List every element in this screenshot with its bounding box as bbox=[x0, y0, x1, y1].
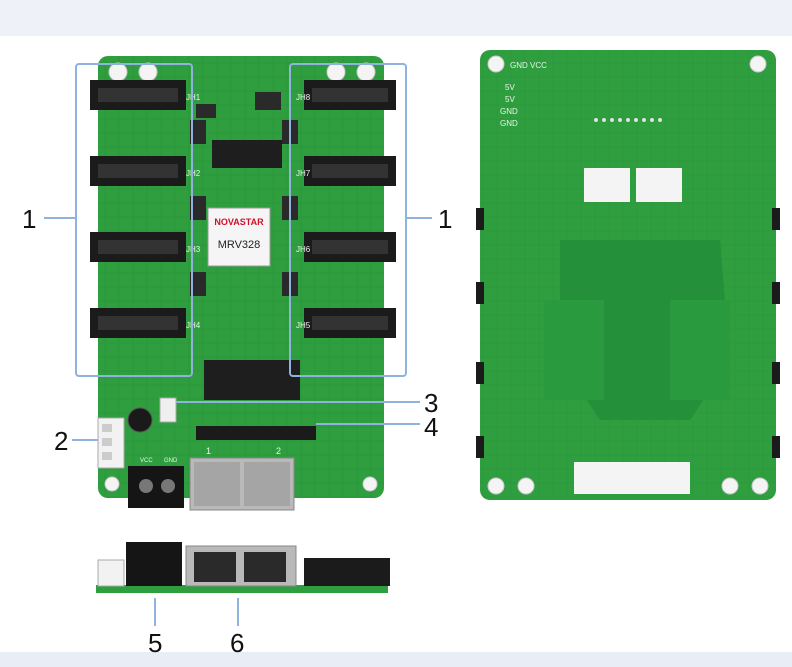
back-gnd-b: GND bbox=[500, 119, 518, 128]
side-ethernet-ports bbox=[185, 545, 297, 587]
callout-1-left: 1 bbox=[22, 204, 37, 234]
back-gnd-vcc-silk: GND VCC bbox=[510, 61, 547, 70]
back-gnd-a: GND bbox=[500, 107, 518, 116]
jh1-label: JH1 bbox=[186, 93, 201, 102]
front-vcc-silk: VCC bbox=[140, 458, 153, 464]
right-connector-callout-box bbox=[289, 63, 407, 377]
front-gnd-silk: GND bbox=[164, 458, 178, 464]
back-label-bottom bbox=[574, 462, 690, 494]
callout-3: 3 bbox=[424, 388, 439, 418]
front-board: NOVASTAR MRV328 JH1 JH2 JH3 JH4 JH8 JH7 … bbox=[44, 56, 432, 511]
chip-brand-text: NOVASTAR bbox=[214, 217, 264, 227]
bottom-band bbox=[0, 652, 792, 667]
back-5v-a: 5V bbox=[505, 83, 515, 92]
ethernet-ports-front bbox=[189, 457, 295, 511]
left-hub75-connectors bbox=[90, 80, 186, 338]
screw-terminal-block: VCC GND bbox=[128, 458, 184, 508]
callout-1-right: 1 bbox=[438, 204, 453, 234]
jh6-label: JH6 bbox=[296, 245, 311, 254]
power-connector bbox=[97, 417, 125, 469]
callout-4: 4 bbox=[424, 412, 439, 442]
callout-5: 5 bbox=[148, 628, 163, 658]
pin-header-row bbox=[196, 426, 316, 440]
back-5v-b: 5V bbox=[505, 95, 515, 104]
callout-2: 2 bbox=[54, 426, 69, 456]
back-label-left bbox=[584, 168, 630, 202]
port-1-label: 1 bbox=[206, 446, 211, 456]
main-chip: NOVASTAR MRV328 bbox=[207, 207, 271, 267]
jh3-label: JH3 bbox=[186, 245, 201, 254]
memory-chip bbox=[212, 140, 282, 168]
right-hub75-connectors bbox=[304, 80, 396, 338]
jh5-label: JH5 bbox=[296, 321, 311, 330]
side-view-board bbox=[96, 542, 390, 626]
jh8-label: JH8 bbox=[296, 93, 311, 102]
callout-6: 6 bbox=[230, 628, 245, 658]
back-label-right bbox=[636, 168, 682, 202]
left-connector-callout-box bbox=[75, 63, 193, 377]
jh4-label: JH4 bbox=[186, 321, 201, 330]
small-white-connector bbox=[159, 397, 177, 423]
controller-chip bbox=[204, 360, 300, 400]
port-2-label: 2 bbox=[276, 446, 281, 456]
jh7-label: JH7 bbox=[296, 169, 311, 178]
back-board: GND VCC 5V 5V GND GND bbox=[476, 50, 780, 500]
chip-model-text: MRV328 bbox=[218, 239, 261, 251]
top-band bbox=[0, 0, 792, 36]
jh2-label: JH2 bbox=[186, 169, 201, 178]
